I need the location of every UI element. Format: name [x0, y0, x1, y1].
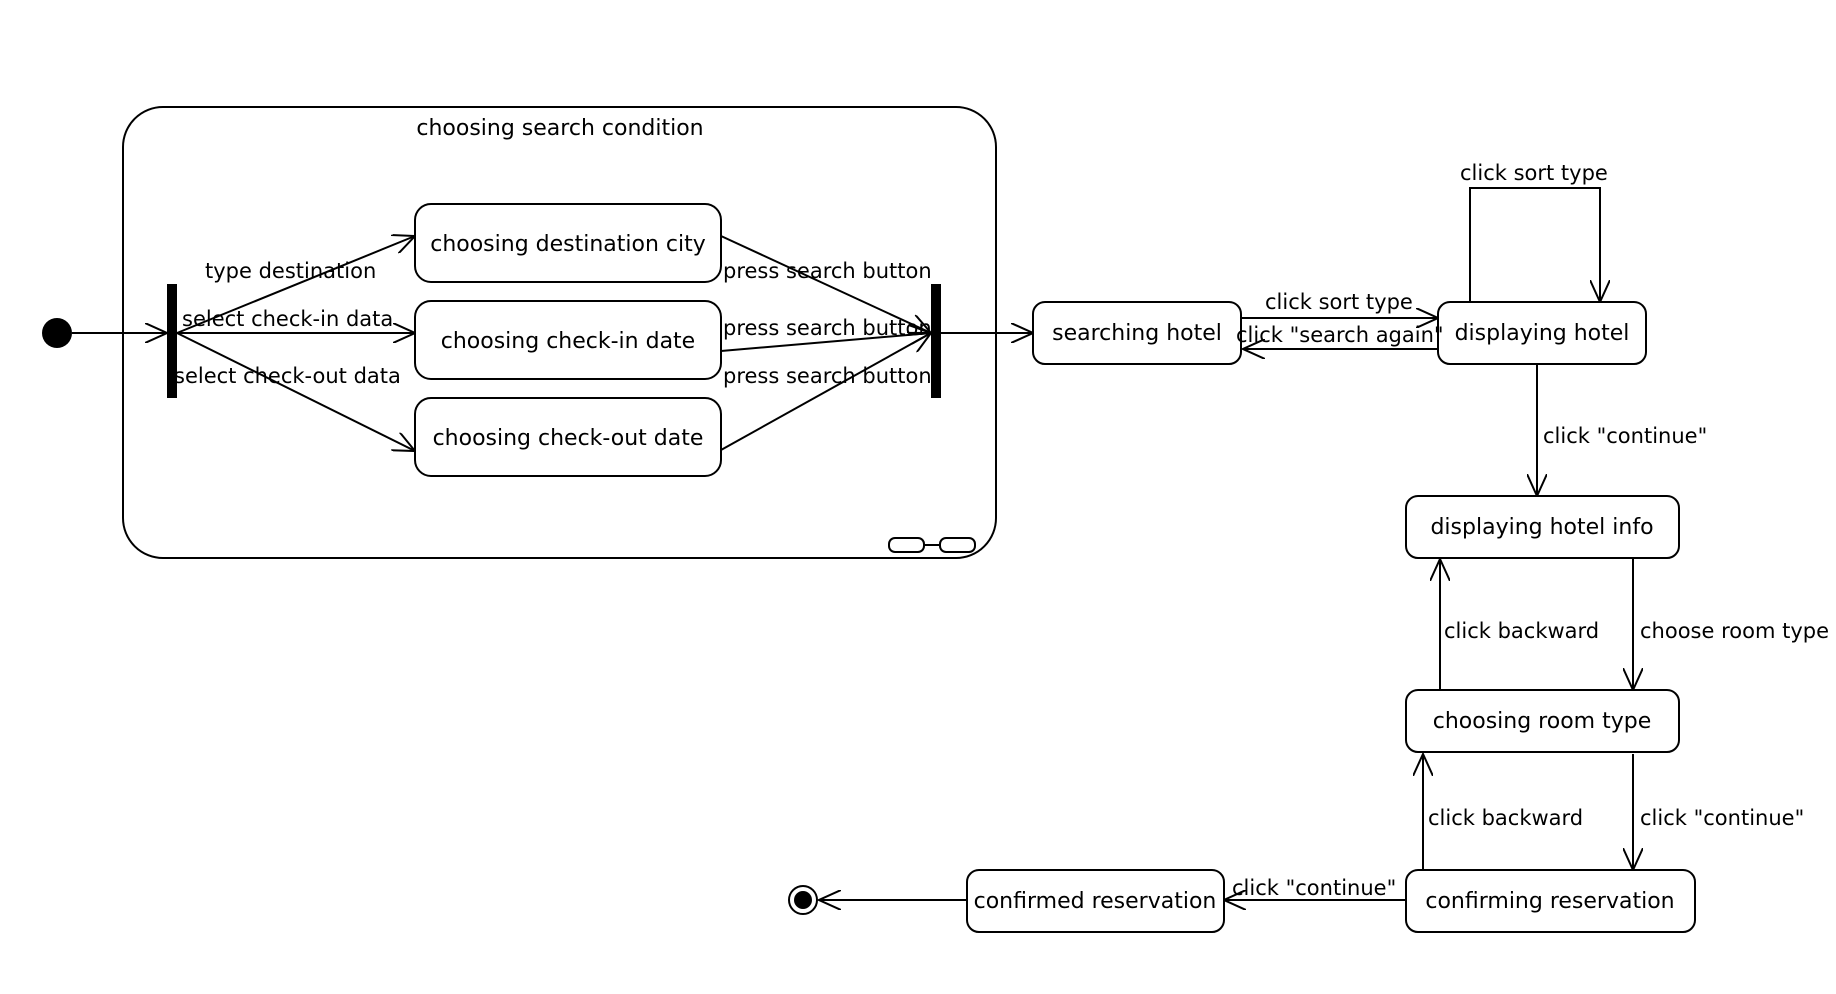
composite-state-title: choosing search condition: [416, 116, 703, 141]
label-click-continue-2: click "continue": [1640, 806, 1804, 830]
state-displaying-hotel: displaying hotel: [1437, 301, 1647, 365]
label-click-sort-type: click sort type: [1265, 290, 1413, 314]
state-searching-hotel: searching hotel: [1032, 301, 1242, 365]
state-label: choosing check-in date: [441, 329, 695, 354]
label-type-destination: type destination: [205, 259, 376, 283]
state-label: displaying hotel: [1455, 321, 1630, 346]
state-confirmed-reservation: confirmed reservation: [966, 869, 1225, 933]
state-label: choosing room type: [1433, 709, 1652, 734]
transition-labels: type destination select check-in data se…: [174, 161, 1829, 900]
state-choosing-checkin-date: choosing check-in date: [414, 300, 722, 380]
label-click-search-again: click "search again": [1236, 323, 1444, 347]
state-choosing-room-type: choosing room type: [1405, 689, 1680, 753]
label-click-backward-2: click backward: [1428, 806, 1583, 830]
state-label: choosing destination city: [430, 232, 706, 257]
label-press-search-1: press search button: [723, 259, 932, 283]
fork-bar: [167, 284, 177, 398]
label-choose-room-type: choose room type: [1640, 619, 1829, 643]
label-click-continue-1: click "continue": [1543, 424, 1707, 448]
state-displaying-hotel-info: displaying hotel info: [1405, 495, 1680, 559]
state-label: confirmed reservation: [974, 889, 1217, 914]
edge-fork-to-destination: [176, 236, 415, 334]
edge-destination-to-join: [720, 235, 931, 333]
label-select-checkout: select check-out data: [174, 364, 401, 388]
label-click-backward-1: click backward: [1444, 619, 1599, 643]
state-label: choosing check-out date: [433, 426, 704, 451]
state-confirming-reservation: confirming reservation: [1405, 869, 1696, 933]
final-state-node: [788, 885, 818, 915]
label-press-search-2: press search button: [723, 316, 932, 340]
join-bar: [931, 284, 941, 398]
label-click-continue-3: click "continue": [1232, 876, 1396, 900]
edge-checkout-to-join: [720, 333, 931, 451]
label-select-checkin: select check-in data: [182, 307, 393, 331]
initial-state-node: [42, 318, 72, 348]
state-label: displaying hotel info: [1430, 515, 1653, 540]
state-choosing-checkout-date: choosing check-out date: [414, 397, 722, 477]
edge-fork-to-checkout: [176, 332, 415, 451]
state-choosing-destination-city: choosing destination city: [414, 203, 722, 283]
composite-decomposition-icon: [888, 537, 976, 553]
label-click-sort-type-self: click sort type: [1460, 161, 1608, 185]
state-label: confirming reservation: [1425, 889, 1674, 914]
label-press-search-3: press search button: [723, 364, 932, 388]
state-label: searching hotel: [1052, 321, 1222, 346]
composite-state-choosing-search-condition: choosing search condition: [122, 106, 997, 559]
edge-displaying-self-loop: [1469, 187, 1600, 302]
transition-edges: [72, 187, 1633, 900]
edge-checkin-to-join: [720, 333, 931, 352]
